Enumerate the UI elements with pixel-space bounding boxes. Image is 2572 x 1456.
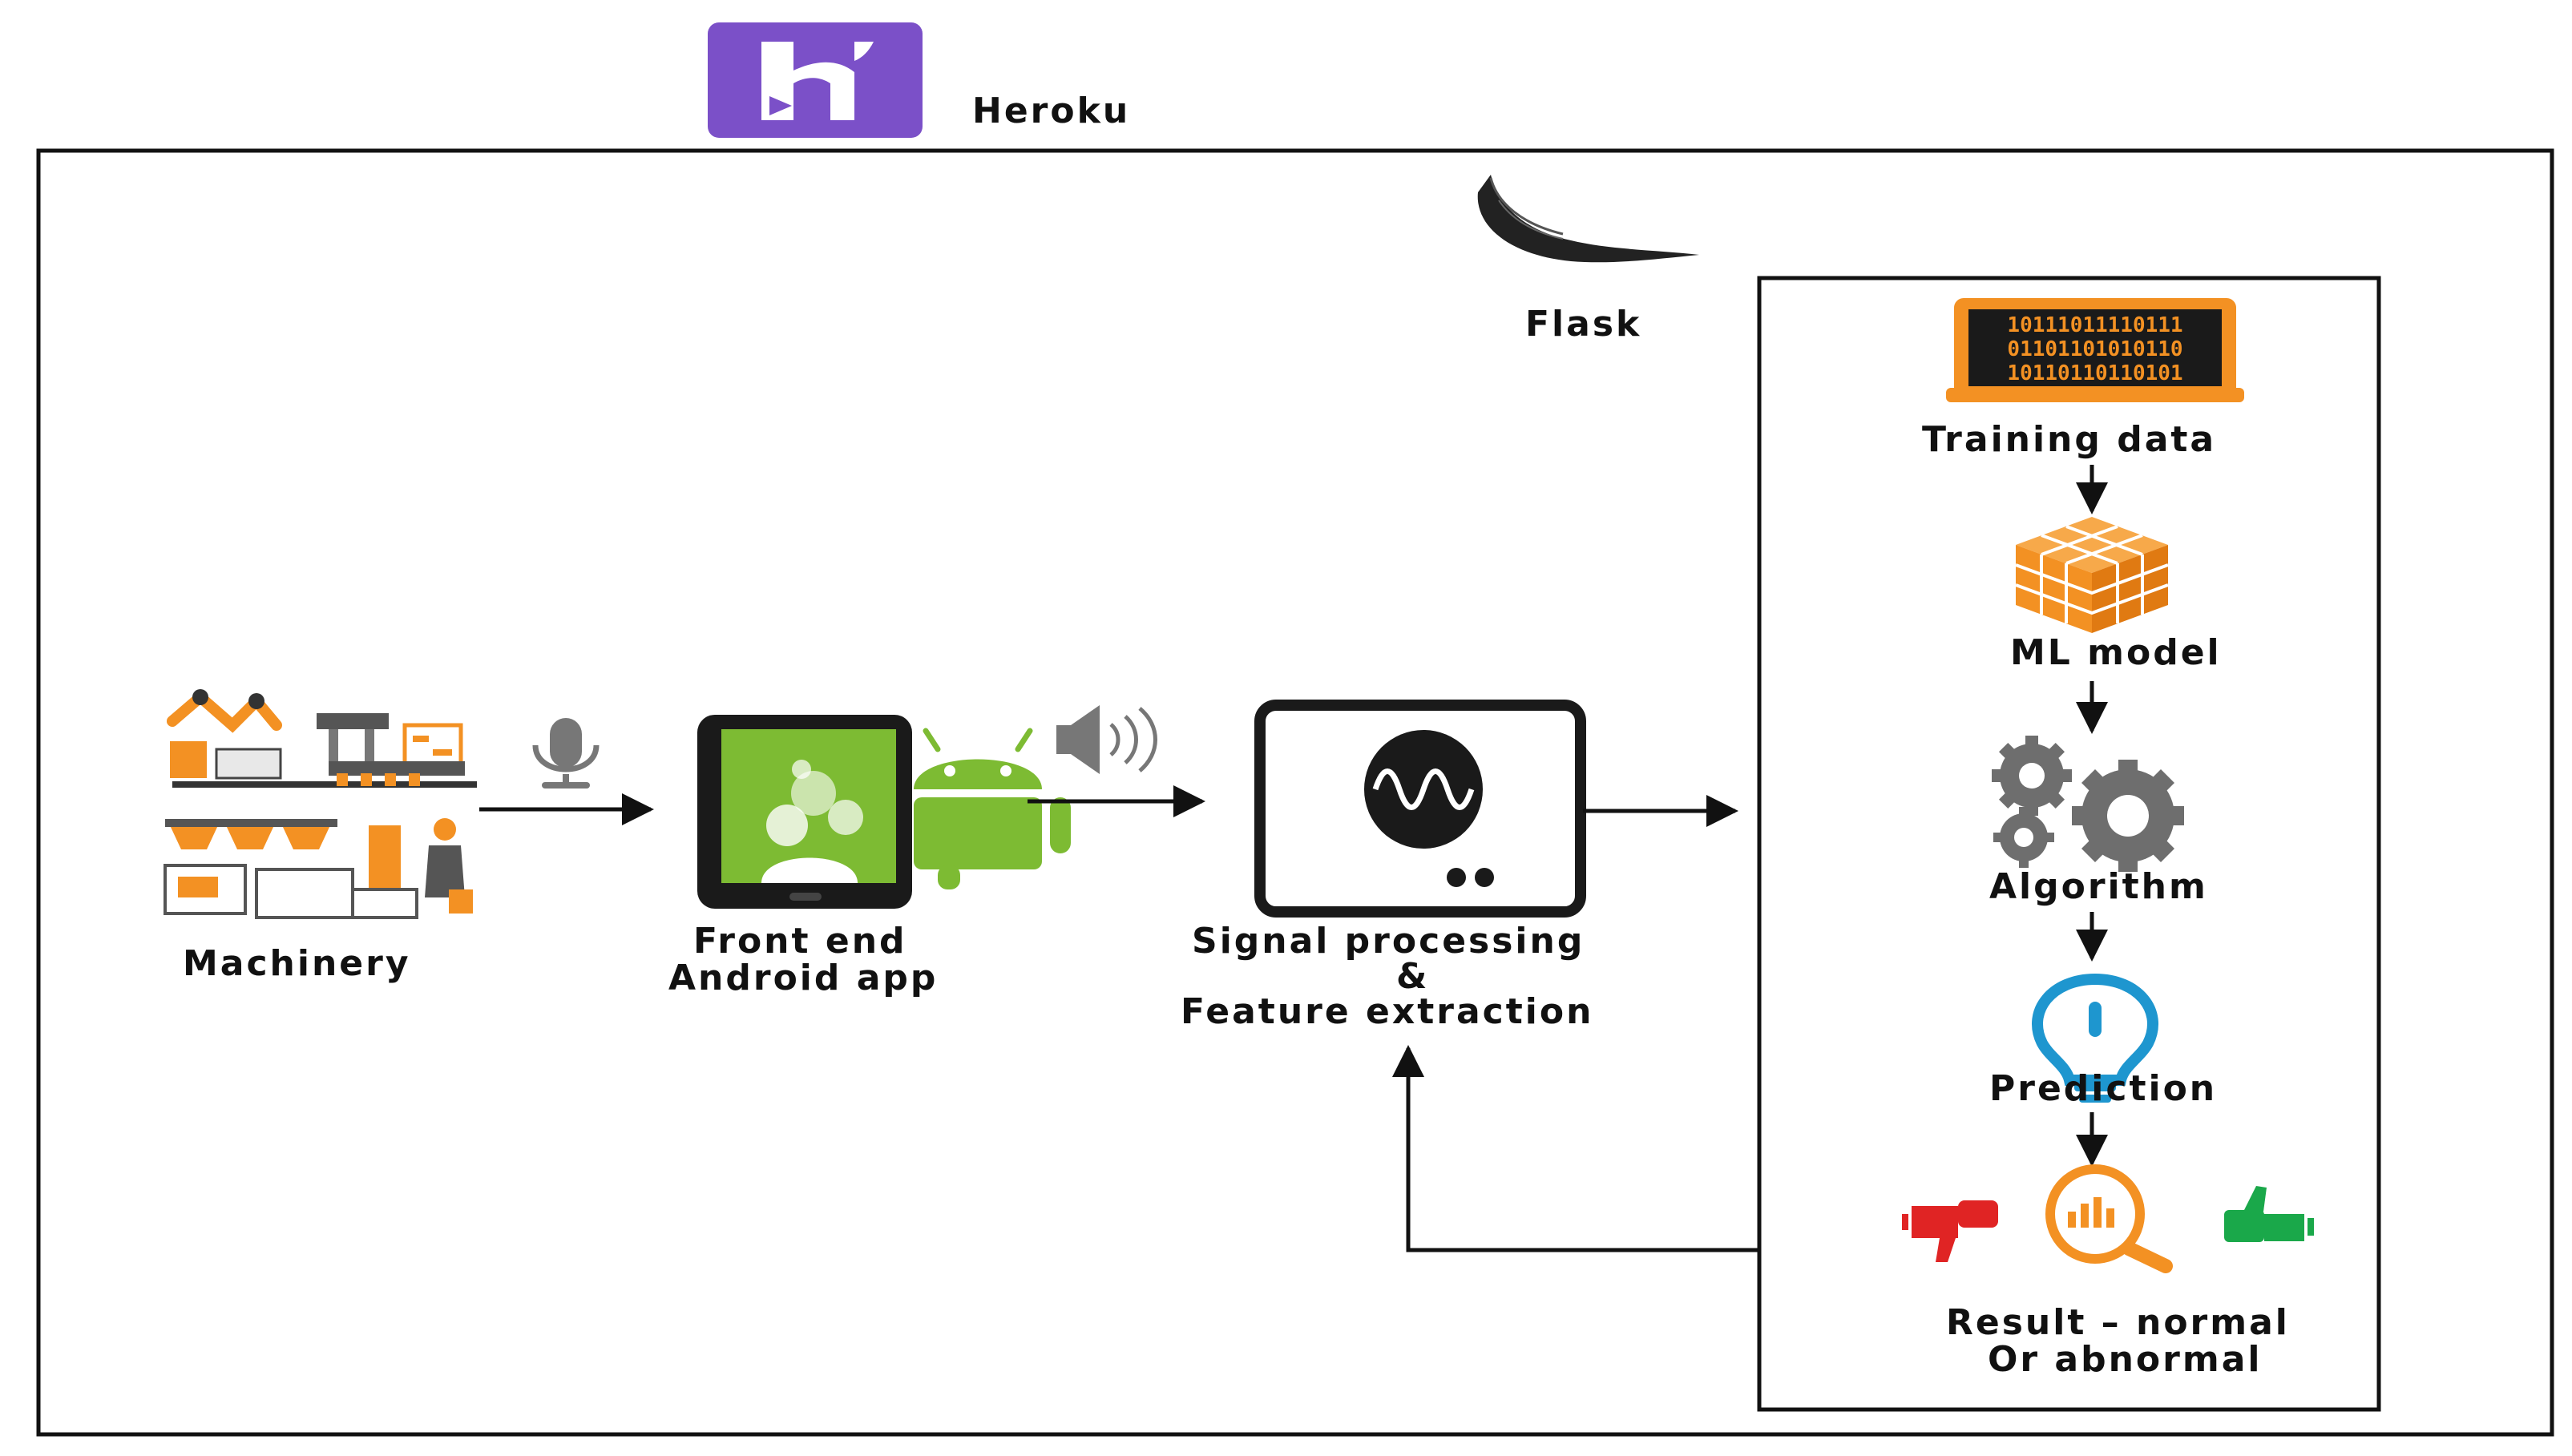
microphone-icon [532, 718, 600, 788]
gears-icon [1992, 736, 2184, 872]
algorithm-label: Algorithm [1989, 866, 2208, 907]
magnifier-icon [2045, 1164, 2173, 1273]
frontend-label-line1: Front end [693, 921, 907, 962]
result-label-line1: Result – normal [1946, 1302, 2290, 1343]
signal-label-line1: Signal processing [1192, 921, 1585, 962]
lightbulb-icon [2032, 973, 2158, 1103]
arrow-feedback-to-signal [1392, 1045, 1759, 1252]
android-robot-icon [914, 728, 1071, 889]
thumbs-down-icon [1902, 1200, 1998, 1262]
prediction-label: Prediction [1989, 1068, 2218, 1109]
flask-horn-icon [1477, 175, 1699, 263]
signal-wave-icon [1254, 700, 1586, 918]
thumbs-up-icon [2224, 1186, 2314, 1242]
signal-label-line3: Feature extraction [1181, 991, 1594, 1032]
machinery-label: Machinery [183, 943, 411, 984]
flask-label: Flask [1525, 304, 1642, 345]
pipeline-panel [1757, 276, 2381, 1412]
smartphone-icon [697, 715, 912, 909]
cube-model-icon [2015, 517, 2169, 633]
training-data-label: Training data [1922, 419, 2217, 460]
signal-label-line2: & [1396, 956, 1430, 997]
heroku-label: Heroku [972, 91, 1131, 131]
binary-row-1: 10111011110111 [2007, 313, 2182, 337]
result-label-line2: Or abnormal [1988, 1339, 2263, 1380]
heroku-container [36, 148, 2554, 1437]
machinery-icon [164, 689, 477, 919]
binary-row-3: 10110110110101 [2007, 361, 2182, 385]
ml-model-label: ML model [2010, 632, 2222, 673]
binary-data-icon: 10111011110111 01101101010110 1011011011… [1946, 298, 2244, 402]
frontend-label-line2: Android app [668, 958, 939, 998]
binary-row-2: 01101101010110 [2007, 337, 2182, 361]
speaker-icon [1056, 705, 1157, 774]
heroku-logo-icon [708, 22, 923, 138]
